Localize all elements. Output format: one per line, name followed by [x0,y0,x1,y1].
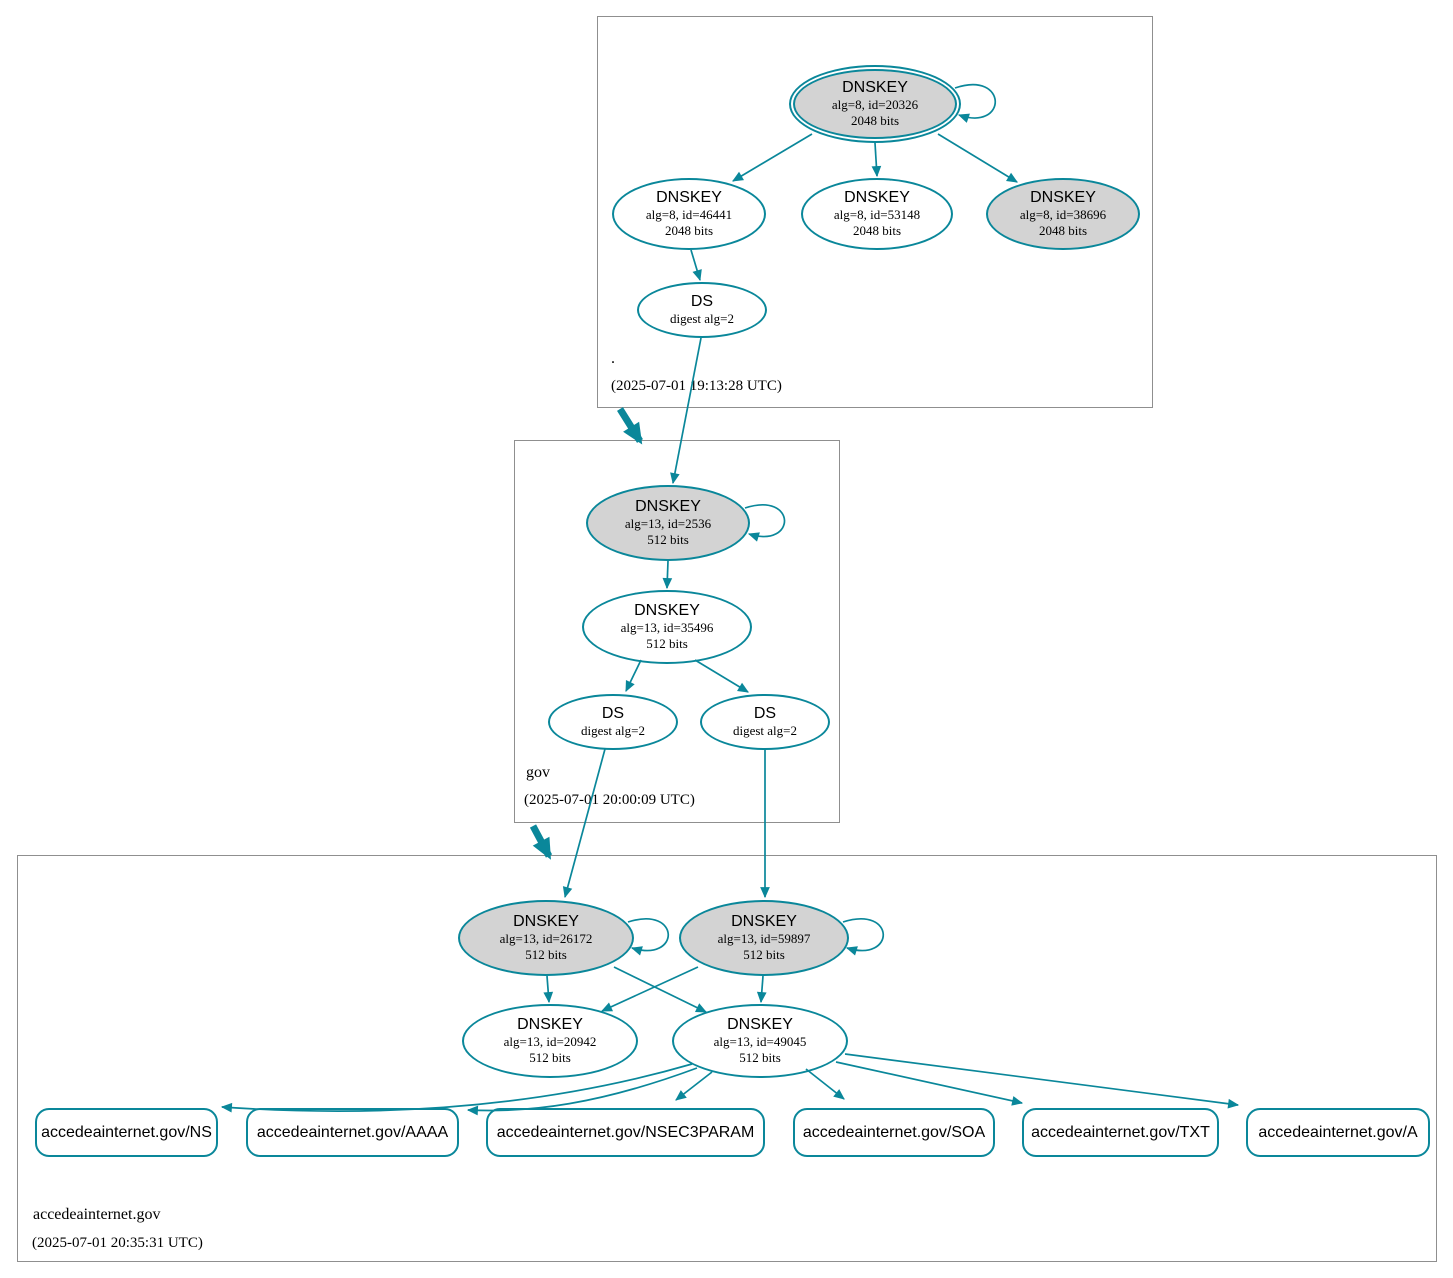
dnskey-bits: 2048 bits [852,223,902,239]
dnskey-node-53148[interactable]: DNSKEY alg=8, id=53148 2048 bits [801,178,953,250]
rrset-node-soa[interactable]: accedeainternet.gov/SOA [793,1108,995,1157]
dnskey-title: DNSKEY [656,188,722,206]
zone-label-root: . [611,350,615,367]
dnskey-node-35496[interactable]: DNSKEY alg=13, id=35496 512 bits [582,590,752,664]
dnskey-title: DNSKEY [517,1015,583,1033]
dnskey-title: DNSKEY [513,912,579,930]
dnskey-bits: 512 bits [647,532,689,548]
dnskey-title: DNSKEY [844,188,910,206]
dnskey-title: DNSKEY [731,912,797,930]
dnskey-bits: 512 bits [739,1050,781,1066]
ds-title: DS [601,704,625,722]
dnskey-bits: 2048 bits [1038,223,1088,239]
ds-detail: digest alg=2 [580,723,646,739]
dnskey-title: DNSKEY [727,1015,793,1033]
dnskey-node-46441[interactable]: DNSKEY alg=8, id=46441 2048 bits [612,178,766,250]
dnskey-bits: 512 bits [529,1050,571,1066]
dnskey-node-38696[interactable]: DNSKEY alg=8, id=38696 2048 bits [986,178,1140,250]
zone-label-accedeainternet-gov: accedeainternet.gov [33,1206,161,1223]
rrset-node-a[interactable]: accedeainternet.gov/A [1246,1108,1430,1157]
dnskey-detail: alg=13, id=59897 [717,930,811,946]
dnskey-detail: alg=8, id=20326 [831,96,919,112]
dnskey-detail: alg=13, id=20942 [503,1033,597,1049]
dnskey-detail: alg=8, id=38696 [1019,206,1107,222]
dnskey-bits: 512 bits [743,947,785,963]
dnskey-bits: 2048 bits [850,113,900,129]
ds-title: DS [690,292,714,310]
dnskey-detail: alg=8, id=46441 [645,206,733,222]
dnskey-node-26172[interactable]: DNSKEY alg=13, id=26172 512 bits [458,900,634,976]
dnskey-node-49045[interactable]: DNSKEY alg=13, id=49045 512 bits [672,1004,848,1078]
dnskey-detail: alg=8, id=53148 [833,206,921,222]
dnskey-detail: alg=13, id=2536 [624,515,712,531]
dnskey-detail: alg=13, id=35496 [620,619,714,635]
dnskey-detail: alg=13, id=49045 [713,1033,807,1049]
dnskey-node-2536[interactable]: DNSKEY alg=13, id=2536 512 bits [586,485,750,561]
dnskey-title: DNSKEY [842,78,908,96]
dnskey-title: DNSKEY [1030,188,1096,206]
delegation-arrow-gov-accedeainternet [529,824,553,860]
rrset-node-aaaa[interactable]: accedeainternet.gov/AAAA [246,1108,459,1157]
dnskey-node-59897[interactable]: DNSKEY alg=13, id=59897 512 bits [679,900,849,976]
ds-detail: digest alg=2 [669,311,735,327]
rrset-node-txt[interactable]: accedeainternet.gov/TXT [1022,1108,1219,1157]
dnskey-detail: alg=13, id=26172 [499,930,593,946]
zone-timestamp-gov: (2025-07-01 20:00:09 UTC) [524,792,695,808]
zone-label-gov: gov [526,764,550,781]
zone-timestamp-accedeainternet-gov: (2025-07-01 20:35:31 UTC) [32,1235,203,1251]
dnskey-bits: 512 bits [525,947,567,963]
dnskey-title: DNSKEY [635,497,701,515]
ds-node-root[interactable]: DS digest alg=2 [637,282,767,338]
ds-title: DS [753,704,777,722]
ds-detail: digest alg=2 [732,723,798,739]
dnskey-bits: 512 bits [646,636,688,652]
dnskey-title: DNSKEY [634,601,700,619]
ds-node-gov-2[interactable]: DS digest alg=2 [700,694,830,750]
dnskey-bits: 2048 bits [664,223,714,239]
dnskey-node-20942[interactable]: DNSKEY alg=13, id=20942 512 bits [462,1004,638,1078]
rrset-node-nsec3param[interactable]: accedeainternet.gov/NSEC3PARAM [486,1108,765,1157]
dnskey-node-20326-inner: DNSKEY alg=8, id=20326 2048 bits [793,69,957,139]
dnskey-node-20326-trust-anchor[interactable]: DNSKEY alg=8, id=20326 2048 bits [789,65,961,143]
rrset-node-ns[interactable]: accedeainternet.gov/NS [35,1108,218,1157]
zone-timestamp-root: (2025-07-01 19:13:28 UTC) [611,378,782,394]
delegation-arrow-root-gov [617,407,643,445]
ds-node-gov-1[interactable]: DS digest alg=2 [548,694,678,750]
